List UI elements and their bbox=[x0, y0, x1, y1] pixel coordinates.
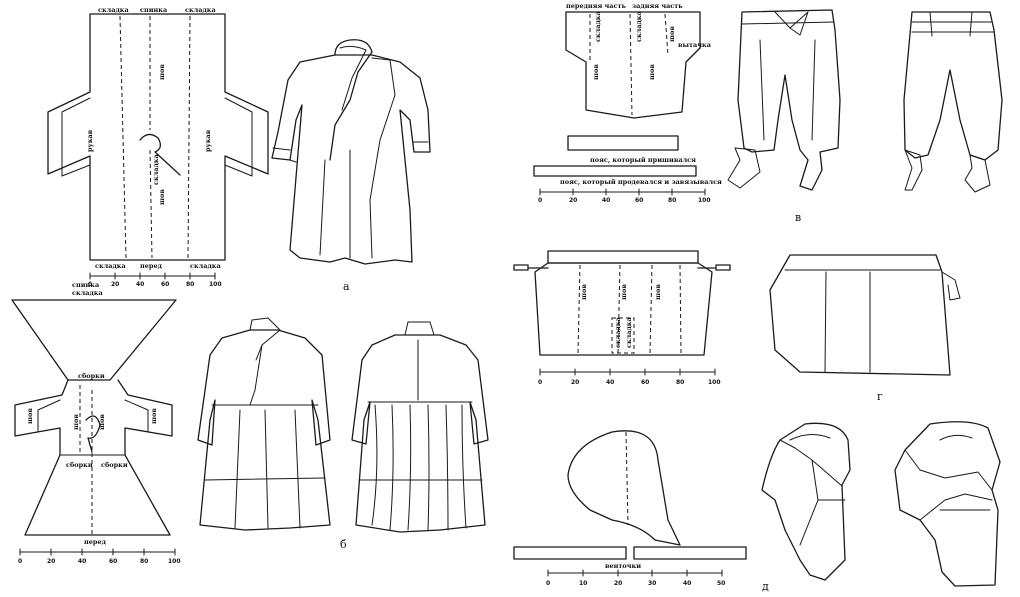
scale-b-tick: 100 bbox=[168, 558, 181, 565]
scale-v-tick: 40 bbox=[602, 197, 610, 204]
scale-a-tick: 100 bbox=[209, 281, 222, 288]
label-fold-bl: складка bbox=[95, 262, 126, 270]
label-fold-left: складка bbox=[98, 6, 129, 14]
figure-letter-a: а bbox=[343, 280, 350, 293]
scale-v-tick: 80 bbox=[668, 197, 676, 204]
scale-b-tick: 80 bbox=[140, 558, 148, 565]
label-v-belt2: пояс, который продевался и завязывался bbox=[560, 178, 722, 186]
label-b-gather-l: сборки bbox=[66, 461, 93, 469]
scale-a-tick: 60 bbox=[161, 281, 169, 288]
label-g-fold2: складка bbox=[625, 317, 633, 348]
scale-g-tick: 80 bbox=[676, 379, 684, 386]
scale-g-tick: 0 bbox=[538, 379, 542, 386]
dress-drawing-b-back bbox=[351, 321, 489, 533]
label-v-belt1: пояс, который пришивался bbox=[590, 156, 696, 164]
scale-a-tick: 20 bbox=[111, 281, 119, 288]
label-v-dart: вытачка bbox=[678, 41, 712, 49]
scale-d-tick: 20 bbox=[614, 580, 622, 587]
belt-sewn bbox=[567, 135, 679, 151]
pattern-g: шов шов шов складка складка 0 20 40 60 8… bbox=[513, 250, 731, 386]
scale-d-tick: 10 bbox=[579, 580, 587, 587]
scale-a: 0 20 40 60 80 100 bbox=[88, 272, 222, 288]
scale-a-tick: 0 bbox=[88, 281, 92, 288]
figure-letter-g: г bbox=[877, 390, 883, 403]
trousers-drawing-1 bbox=[727, 9, 841, 191]
scale-g-tick: 100 bbox=[708, 379, 721, 386]
label-sleeve-left: рукав bbox=[86, 129, 94, 152]
scale-b-tick: 40 bbox=[78, 558, 86, 565]
scale-v-tick: 0 bbox=[538, 197, 542, 204]
scale-b-tick: 20 bbox=[47, 558, 55, 565]
belt-tied bbox=[533, 165, 697, 177]
label-g-seam3: шов bbox=[654, 284, 662, 300]
label-front: перед bbox=[140, 262, 163, 270]
dress-drawing-b-front: б bbox=[197, 317, 347, 551]
skirt-waistband bbox=[547, 250, 699, 264]
label-d-band: венточки bbox=[605, 562, 641, 570]
scale-d-tick: 40 bbox=[683, 580, 691, 587]
label-fold-br: складка bbox=[190, 262, 221, 270]
robe-drawing-a: а bbox=[271, 39, 431, 293]
scale-g-tick: 40 bbox=[606, 379, 614, 386]
figure-letter-v: в bbox=[795, 211, 801, 224]
scale-g: 0 20 40 60 80 100 bbox=[538, 368, 721, 386]
label-b-seam4: шов bbox=[150, 408, 158, 424]
pattern-a: складка спинка складка шов шов складка р… bbox=[47, 6, 269, 288]
label-b-seam2: шов bbox=[98, 414, 106, 430]
scale-g-tick: 20 bbox=[571, 379, 579, 386]
scale-d: 0 10 20 30 40 50 bbox=[546, 569, 725, 587]
scale-v: 0 20 40 60 80 100 bbox=[538, 188, 711, 204]
label-g-seam1: шов bbox=[580, 284, 588, 300]
label-b-gather-top: сборки bbox=[78, 372, 105, 380]
scale-d-tick: 30 bbox=[648, 580, 656, 587]
scale-d-tick: 0 bbox=[546, 580, 550, 587]
label-b-back: спинка bbox=[72, 281, 100, 289]
label-sleeve-right: рукав bbox=[204, 129, 212, 152]
scale-a-tick: 40 bbox=[136, 281, 144, 288]
label-fold-mid: складка bbox=[152, 154, 160, 185]
label-v-front: передняя часть bbox=[566, 2, 626, 10]
label-b-seam1: шов bbox=[72, 414, 80, 430]
label-seam-top: шов bbox=[158, 64, 166, 80]
scale-v-tick: 60 bbox=[635, 197, 643, 204]
label-back: спинка bbox=[140, 6, 168, 14]
scale-b-tick: 0 bbox=[18, 558, 22, 565]
trousers-drawing-2: в bbox=[795, 11, 1003, 224]
band-left bbox=[513, 546, 627, 560]
label-b-seam3: шов bbox=[26, 408, 34, 424]
pattern-d: венточки 0 10 20 30 40 50 д bbox=[513, 430, 769, 593]
skirt-drawing-g: г bbox=[769, 254, 961, 403]
label-b-fold: складка bbox=[72, 289, 103, 297]
figure-letter-b: б bbox=[340, 538, 347, 551]
pattern-v: передняя часть задняя часть складка скла… bbox=[533, 2, 722, 204]
figure-letter-d: д bbox=[762, 580, 769, 593]
label-v-fold2: складка bbox=[635, 11, 643, 42]
label-b-gather-r: сборки bbox=[101, 461, 128, 469]
pattern-b: спинка складка сборки сборки сборки шов … bbox=[11, 281, 181, 565]
scale-a-tick: 80 bbox=[186, 281, 194, 288]
hood-drawing-1 bbox=[761, 422, 851, 581]
label-v-seam3: шов bbox=[648, 64, 656, 80]
band-right bbox=[633, 546, 747, 560]
label-v-seam1: шов bbox=[668, 26, 676, 42]
label-v-seam2: шов bbox=[592, 64, 600, 80]
label-v-back: задняя часть bbox=[632, 2, 683, 10]
scale-g-tick: 60 bbox=[641, 379, 649, 386]
scale-b-tick: 60 bbox=[109, 558, 117, 565]
scale-b: 0 20 40 60 80 100 bbox=[18, 548, 181, 565]
tie-left bbox=[513, 264, 529, 271]
scale-d-tick: 50 bbox=[717, 580, 725, 587]
tie-right bbox=[715, 264, 731, 271]
hood-drawing-2 bbox=[894, 421, 1001, 587]
scale-v-tick: 100 bbox=[698, 197, 711, 204]
label-v-fold1: складка bbox=[594, 11, 602, 42]
label-fold-right: складка bbox=[185, 6, 216, 14]
label-g-seam2: шов bbox=[620, 284, 628, 300]
scale-v-tick: 20 bbox=[569, 197, 577, 204]
label-seam-bottom: шов bbox=[158, 189, 166, 205]
label-g-fold1: складка bbox=[614, 317, 622, 348]
label-b-front: перед bbox=[84, 538, 107, 546]
